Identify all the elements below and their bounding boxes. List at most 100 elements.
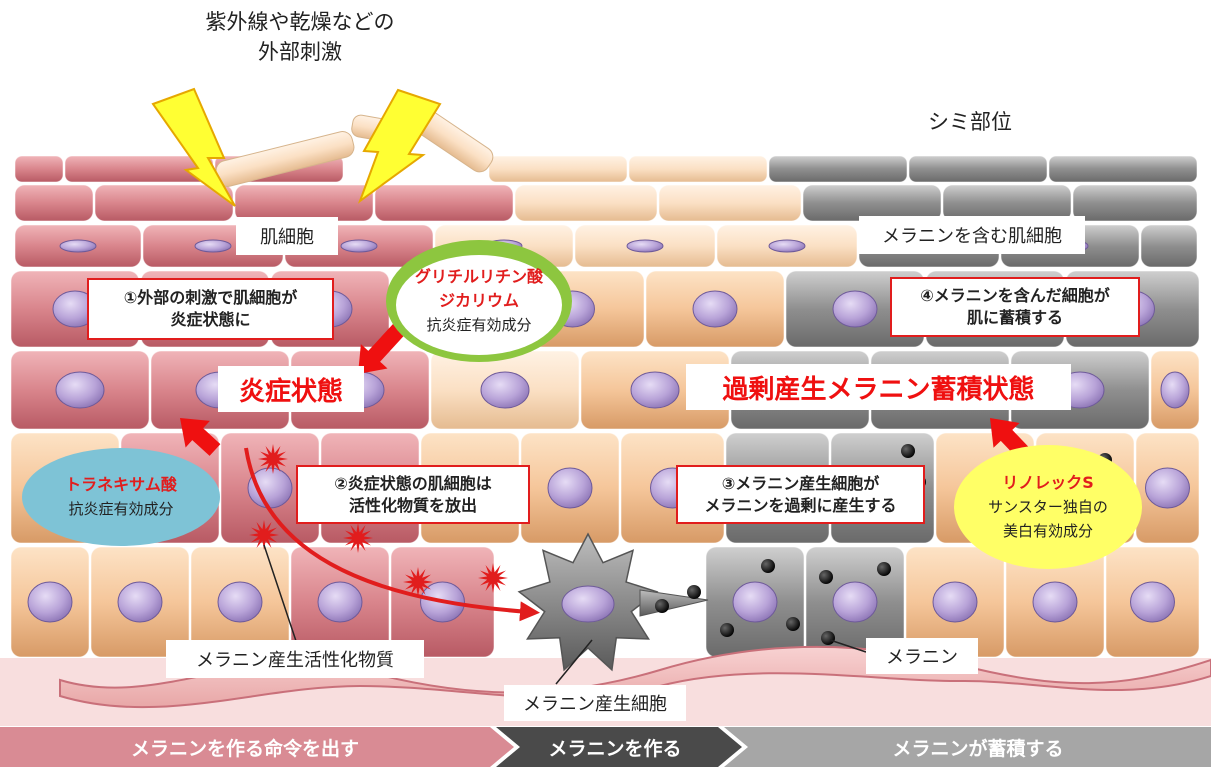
skin-cell (658, 184, 802, 222)
lightning-icon (357, 88, 442, 204)
skin-cell (14, 184, 94, 222)
skin-cell (768, 155, 908, 183)
stage-1-chevron (0, 727, 514, 767)
cell-nucleus (317, 581, 363, 623)
skin-cell (514, 184, 658, 222)
ingredient-linolek-s: リノレックS サンスター独自の 美白有効成分 (954, 445, 1142, 569)
cell-nucleus (27, 581, 73, 623)
stage-3-chevron (724, 727, 1211, 767)
skin-cell-label: 肌細胞 (236, 217, 338, 255)
activator-flow-arrow (244, 447, 540, 622)
linolek-desc-1: サンスター独自の (988, 498, 1108, 516)
melanocyte-nucleus (561, 585, 615, 623)
glycyrrhizinate-desc: 抗炎症有効成分 (426, 316, 532, 334)
skin-cell (1048, 155, 1198, 183)
spot-area-label: シミ部位 (928, 110, 1012, 134)
melanocyte-label: メラニン産生細胞 (504, 685, 686, 721)
step-3-line-1: ③メラニン産生細胞が (721, 473, 880, 493)
cell-nucleus (1032, 581, 1078, 623)
cell-nucleus (626, 239, 664, 253)
stage-2-label: メラニンを作る (548, 737, 682, 760)
skin-cell (374, 184, 514, 222)
step-2-line-1: ②炎症状態の肌細胞は (334, 473, 492, 493)
linolek-desc-2: 美白有効成分 (1002, 522, 1093, 540)
step-2-box: ②炎症状態の肌細胞は 活性化物質を放出 (296, 465, 530, 524)
activator-label: メラニン産生活性化物質 (166, 640, 424, 678)
cell-nucleus (630, 371, 680, 409)
activator-leader-line (263, 544, 297, 642)
cell-nucleus (59, 239, 97, 253)
stage-1-label: メラニンを作る命令を出す (130, 737, 359, 760)
glycyrrhizinate-name-1: グリチルリチン酸 (414, 267, 543, 286)
melanin-leader-line (829, 639, 867, 653)
skin-cell (908, 155, 1048, 183)
cell-nucleus (768, 239, 806, 253)
skin-cell (628, 155, 768, 183)
activator-burst (249, 520, 279, 550)
activator-burst (478, 563, 508, 593)
melanin-label: メラニン (866, 638, 978, 674)
melanin-granule (786, 617, 800, 631)
cell-nucleus (194, 239, 232, 253)
skin-cell (234, 184, 374, 222)
cell-nucleus (1145, 467, 1190, 509)
ingredient-glycyrrhizinate (386, 240, 572, 362)
cell-nucleus (1130, 581, 1175, 623)
step-2-line-2: 活性化物質を放出 (348, 495, 477, 515)
cell-nucleus (117, 581, 163, 623)
excess-melanin-state-label: 過剰産生メラニン蓄積状態 (686, 364, 1071, 410)
skin-cell (1072, 184, 1198, 222)
cell-nucleus (480, 371, 530, 409)
step-1-line-1: ①外部の刺激で肌細胞が (123, 288, 298, 307)
activator-burst (343, 523, 373, 553)
stage-3-label: メラニンが蓄積する (892, 737, 1064, 760)
cell-nucleus (832, 290, 878, 328)
cell-nucleus (832, 581, 878, 623)
title-line-2: 外部刺激 (258, 40, 342, 64)
activator-burst (403, 567, 433, 597)
cell-nucleus (692, 290, 738, 328)
cell-nucleus (732, 581, 778, 623)
glycyrrhizinate-name-2: ジカリウム (438, 291, 519, 310)
cell-nucleus (55, 371, 105, 409)
cell-nucleus (247, 467, 293, 509)
cell-nucleus (932, 581, 978, 623)
step-1-box: ①外部の刺激で肌細胞が 炎症状態に (87, 278, 334, 340)
cell-nucleus (1160, 371, 1190, 409)
cell-nucleus (547, 467, 593, 509)
melanin-granule (877, 562, 891, 576)
step-4-line-2: 肌に蓄積する (966, 308, 1063, 327)
melanin-granule (821, 631, 835, 645)
step-4-line-1: ④メラニンを含んだ細胞が (920, 286, 1110, 305)
melanin-granule (655, 599, 669, 613)
stage-2-chevron (496, 727, 742, 767)
title-line-1: 紫外線や乾燥などの (205, 10, 395, 34)
ingredient-tranexamic-acid: トラネキサム酸 抗炎症有効成分 (22, 448, 220, 546)
ingredient-glycyrrhizinate-text: グリチルリチン酸 ジカリウム 抗炎症有効成分 (386, 240, 572, 362)
skin-cell (488, 155, 628, 183)
step-3-box: ③メラニン産生細胞が メラニンを過剰に産生する (676, 465, 925, 524)
skin-cell (14, 155, 64, 183)
melanin-granule (761, 559, 775, 573)
melanocyte-leader-line (555, 639, 593, 685)
melanin-granule (901, 444, 915, 458)
step-1-line-2: 炎症状態に (170, 310, 251, 329)
cell-nucleus (217, 581, 263, 623)
melanin-granule (720, 623, 734, 637)
linolek-name: リノレックS (1002, 473, 1094, 492)
skin-cell (1140, 224, 1198, 268)
tranexamic-arrow (180, 418, 221, 456)
tranexamic-desc: 抗炎症有効成分 (68, 500, 174, 518)
activator-burst (258, 444, 288, 474)
step-4-box: ④メラニンを含んだ細胞が 肌に蓄積する (890, 277, 1140, 337)
step-3-line-2: メラニンを過剰に産生する (704, 495, 897, 515)
glycyrrhizinate-arrow (358, 320, 408, 374)
external-stimulus-title: 紫外線や乾燥などの 外部刺激 (150, 6, 450, 68)
cell-nucleus (340, 239, 378, 253)
melanin-granule (687, 585, 701, 599)
melanin-cell-label: メラニンを含む肌細胞 (859, 216, 1085, 254)
melanin-granule (819, 570, 833, 584)
lightning-icon (151, 87, 236, 207)
inflammation-state-label: 炎症状態 (218, 366, 364, 412)
